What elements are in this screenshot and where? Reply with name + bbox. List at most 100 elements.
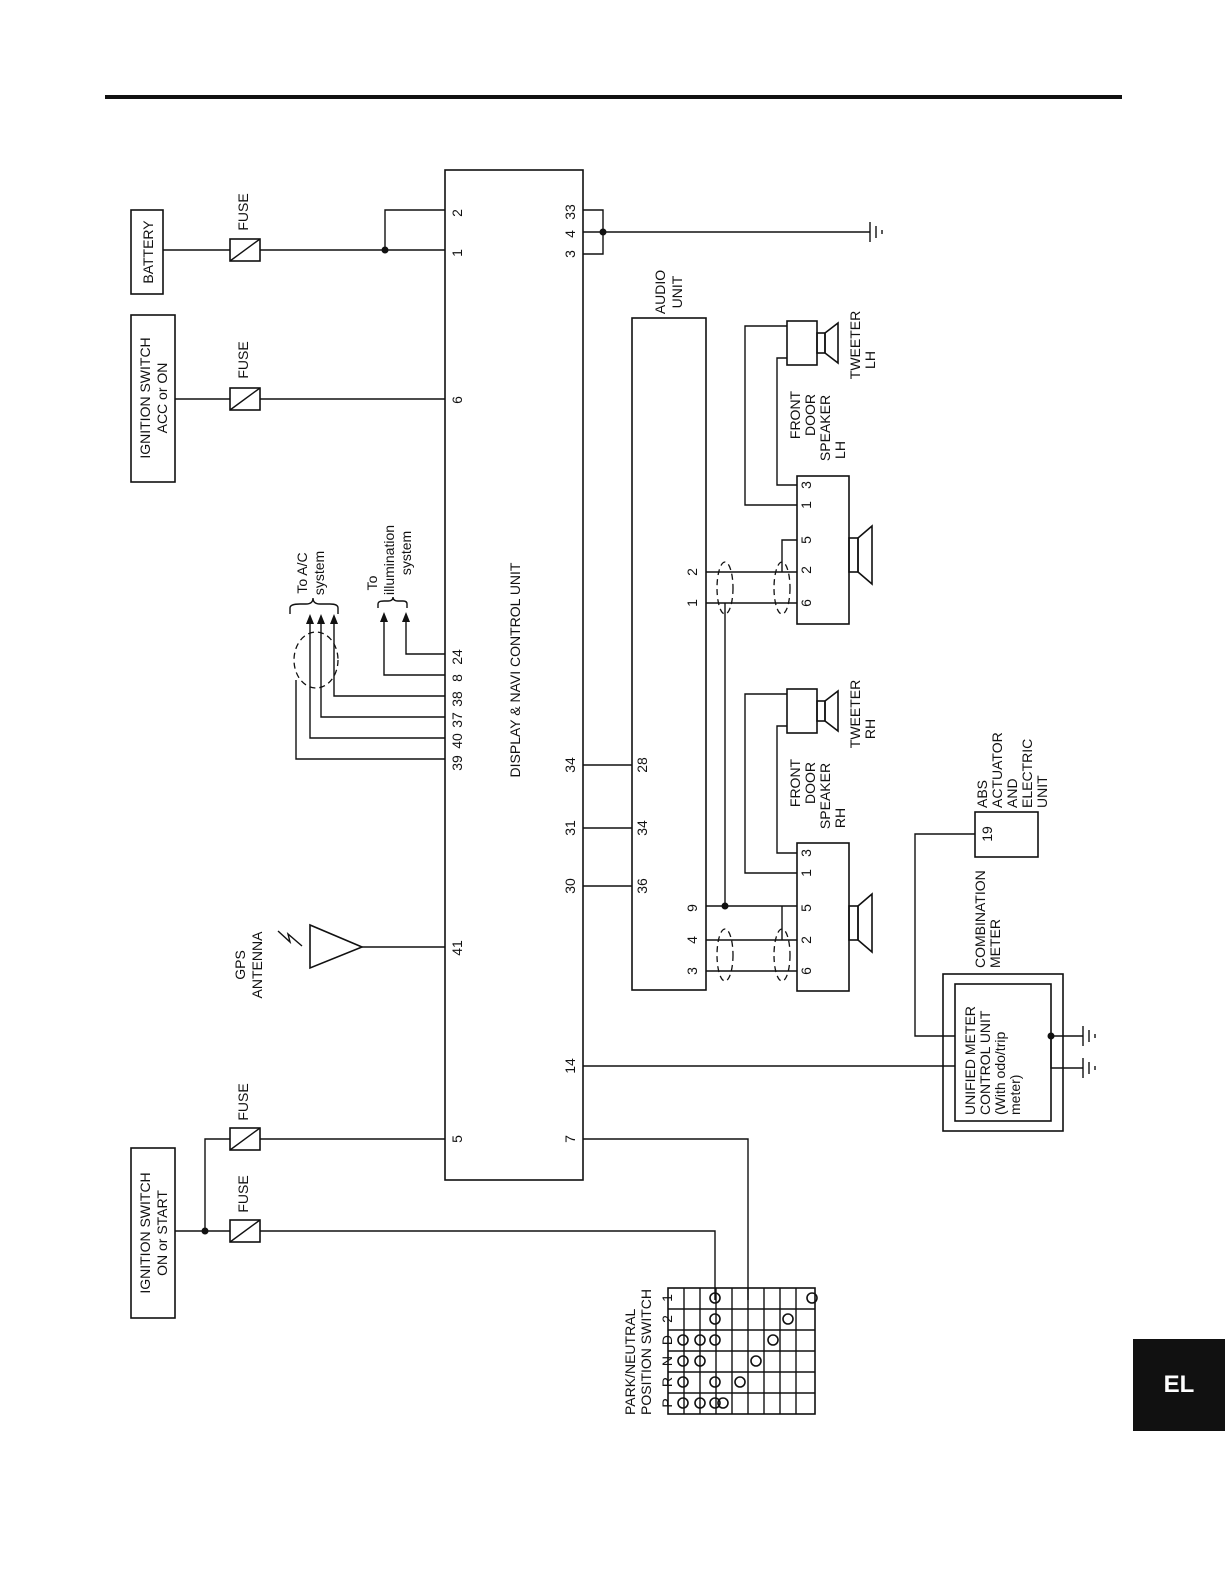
to-illum-label-2: illumination bbox=[381, 525, 397, 595]
cu-pin-31: 31 bbox=[562, 820, 578, 836]
speaker-lh-icon bbox=[848, 524, 873, 586]
illum-brace bbox=[377, 596, 408, 608]
park-col-R: R bbox=[659, 1377, 675, 1387]
unified-label-1: UNIFIED METER bbox=[962, 1006, 978, 1115]
ground-symbol-meter-1 bbox=[1082, 1026, 1096, 1046]
unified-label-3: (With odo/trip bbox=[992, 1032, 1008, 1115]
to-ac-label-2: system bbox=[311, 551, 327, 595]
spk-lh-label-2: DOOR bbox=[802, 394, 818, 436]
audio-pin-9: 9 bbox=[684, 904, 700, 912]
spk-rh-pin-2: 2 bbox=[798, 936, 814, 944]
gps-signal-icon bbox=[277, 930, 303, 947]
ac-brace bbox=[289, 597, 339, 614]
park-switch-label-1: PARK/NEUTRAL bbox=[622, 1308, 638, 1415]
abs-label-5: UNIT bbox=[1034, 775, 1050, 808]
spk-rh-pin-5: 5 bbox=[798, 904, 814, 912]
gps-label-1: GPS bbox=[232, 950, 248, 980]
park-switch-label-2: POSITION SWITCH bbox=[638, 1289, 654, 1415]
audio-pin-2: 2 bbox=[684, 568, 700, 576]
cu-pin-2: 2 bbox=[449, 209, 465, 217]
spk-lh-label-4: LH bbox=[832, 441, 848, 459]
audio-label-1: AUDIO bbox=[652, 270, 668, 314]
cu-pin-1: 1 bbox=[449, 249, 465, 257]
unified-label-4: meter) bbox=[1007, 1075, 1023, 1115]
battery-box bbox=[130, 209, 164, 295]
cu-pin-33: 33 bbox=[562, 204, 578, 220]
cu-pin-41: 41 bbox=[449, 940, 465, 956]
ground-symbol-cu bbox=[869, 222, 883, 242]
gps-label-2: ANTENNA bbox=[249, 931, 265, 999]
audio-unit bbox=[631, 317, 707, 991]
tweeter-rh-label-2: RH bbox=[862, 719, 878, 739]
audio-pin-4: 4 bbox=[684, 936, 700, 944]
tweeter-lh-label-2: LH bbox=[862, 351, 878, 369]
spk-rh-pin-3: 3 bbox=[798, 849, 814, 857]
spk-lh-pin-5: 5 bbox=[798, 536, 814, 544]
to-illum-label-1: To bbox=[364, 575, 380, 590]
audio-pin-34: 34 bbox=[634, 820, 650, 836]
spk-lh-pin-2: 2 bbox=[798, 566, 814, 574]
tweeter-rh-label-1: TWEETER bbox=[847, 680, 863, 748]
abs-pin-19: 19 bbox=[979, 826, 995, 842]
park-switch-table bbox=[667, 1287, 818, 1415]
spk-lh-pin-1: 1 bbox=[798, 501, 814, 509]
park-col-N: N bbox=[659, 1356, 675, 1366]
fuse-on-1-label: FUSE bbox=[235, 1083, 251, 1120]
cu-pin-5: 5 bbox=[449, 1135, 465, 1143]
fuse-acc-label: FUSE bbox=[235, 341, 251, 378]
cu-pin-39: 39 bbox=[449, 755, 465, 771]
cu-pin-3: 3 bbox=[562, 250, 578, 258]
ignition-acc-label-1: IGNITION SWITCH bbox=[137, 337, 153, 458]
park-col-D: D bbox=[659, 1335, 675, 1345]
fuse-on-2-label: FUSE bbox=[235, 1175, 251, 1212]
audio-label-2: UNIT bbox=[669, 275, 685, 308]
ac-shield bbox=[293, 631, 339, 689]
speaker-rh-icon bbox=[848, 892, 873, 954]
section-tab-el: EL bbox=[1133, 1339, 1225, 1431]
audio-pin-36: 36 bbox=[634, 878, 650, 894]
park-col-P: P bbox=[659, 1398, 675, 1407]
cu-pin-40: 40 bbox=[449, 733, 465, 749]
gps-antenna-symbol bbox=[309, 923, 365, 970]
spk-lh-label-1: FRONT bbox=[787, 390, 803, 439]
cu-pin-24: 24 bbox=[449, 649, 465, 665]
cu-pin-6: 6 bbox=[449, 396, 465, 404]
spk-lh-pin-6: 6 bbox=[798, 599, 814, 607]
spk-rh-label-2: DOOR bbox=[802, 762, 818, 804]
spk-lh-pin-3: 3 bbox=[798, 481, 814, 489]
combination-meter-box bbox=[942, 973, 1064, 1132]
cu-pin-38: 38 bbox=[449, 691, 465, 707]
abs-label-3: AND bbox=[1004, 778, 1020, 808]
spk-rh-label-4: RH bbox=[832, 808, 848, 828]
fuse-battery-label: FUSE bbox=[235, 193, 251, 230]
spk-rh-pin-1: 1 bbox=[798, 869, 814, 877]
ignition-on-label-1: IGNITION SWITCH bbox=[137, 1172, 153, 1293]
park-col-1: 1 bbox=[659, 1294, 675, 1302]
ignition-switch-on-box bbox=[130, 1147, 176, 1319]
unified-label-2: CONTROL UNIT bbox=[977, 1010, 993, 1115]
cu-pin-8: 8 bbox=[449, 674, 465, 682]
spk-rh-label-1: FRONT bbox=[787, 758, 803, 807]
audio-pin-1: 1 bbox=[684, 599, 700, 607]
spk-rh-pin-6: 6 bbox=[798, 967, 814, 975]
tweeter-lh-icon bbox=[786, 320, 839, 366]
cu-pin-37: 37 bbox=[449, 712, 465, 728]
to-illum-label-3: system bbox=[398, 531, 414, 575]
abs-label-1: ABS bbox=[974, 780, 990, 808]
control-unit-label: DISPLAY & NAVI CONTROL UNIT bbox=[507, 562, 523, 777]
to-ac-label-1: To A/C bbox=[294, 552, 310, 593]
cu-pin-34: 34 bbox=[562, 757, 578, 773]
battery-label: BATTERY bbox=[140, 220, 156, 284]
spk-rh-label-3: SPEAKER bbox=[817, 763, 833, 829]
audio-pin-3: 3 bbox=[684, 967, 700, 975]
spk-lh-label-3: SPEAKER bbox=[817, 395, 833, 461]
park-col-2: 2 bbox=[659, 1315, 675, 1323]
cu-pin-14: 14 bbox=[562, 1058, 578, 1074]
ground-symbol-meter-2 bbox=[1082, 1058, 1096, 1078]
ignition-on-label-2: ON or START bbox=[154, 1190, 170, 1276]
header-rule bbox=[105, 95, 1122, 99]
abs-label-4: ELECTRIC bbox=[1019, 739, 1035, 808]
cu-pin-7: 7 bbox=[562, 1135, 578, 1143]
tweeter-rh-icon bbox=[786, 688, 839, 734]
